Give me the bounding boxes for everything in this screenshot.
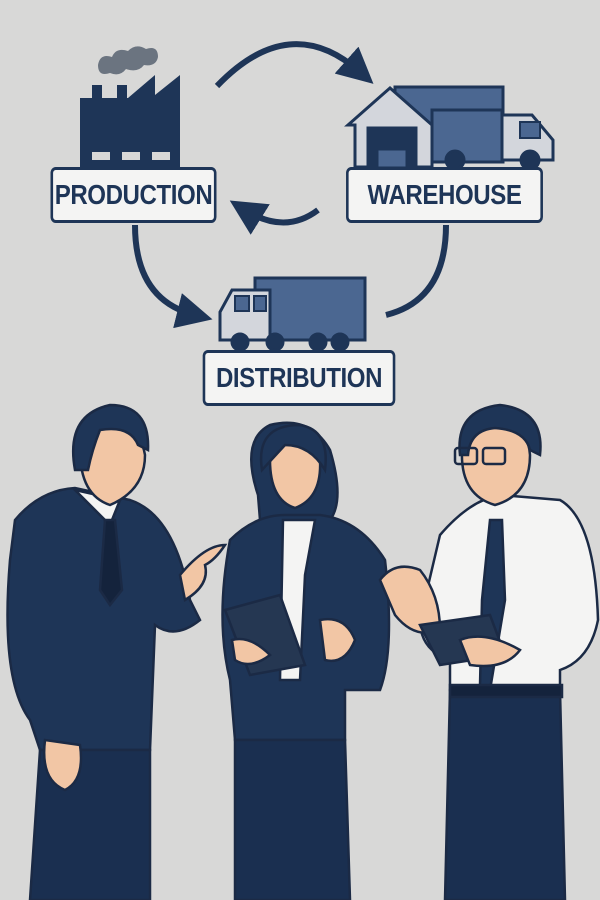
truck-icon	[218, 276, 367, 352]
production-label: PRODUCTION	[50, 167, 217, 223]
factory-icon	[80, 46, 180, 167]
arrow-warehouse-to-production	[229, 200, 320, 235]
flow-arrows	[132, 41, 449, 329]
distribution-label: DISTRIBUTION	[202, 350, 396, 406]
warehouse-label: WAREHOUSE	[346, 167, 543, 223]
arrow-warehouse-to-distribution	[385, 224, 449, 318]
arrow-production-to-warehouse	[214, 41, 374, 89]
person-right-man	[378, 403, 600, 900]
person-middle-woman	[221, 421, 391, 900]
person-left-man	[6, 403, 228, 900]
warehouse-icon	[344, 85, 555, 171]
arrow-production-to-distribution	[132, 224, 213, 329]
